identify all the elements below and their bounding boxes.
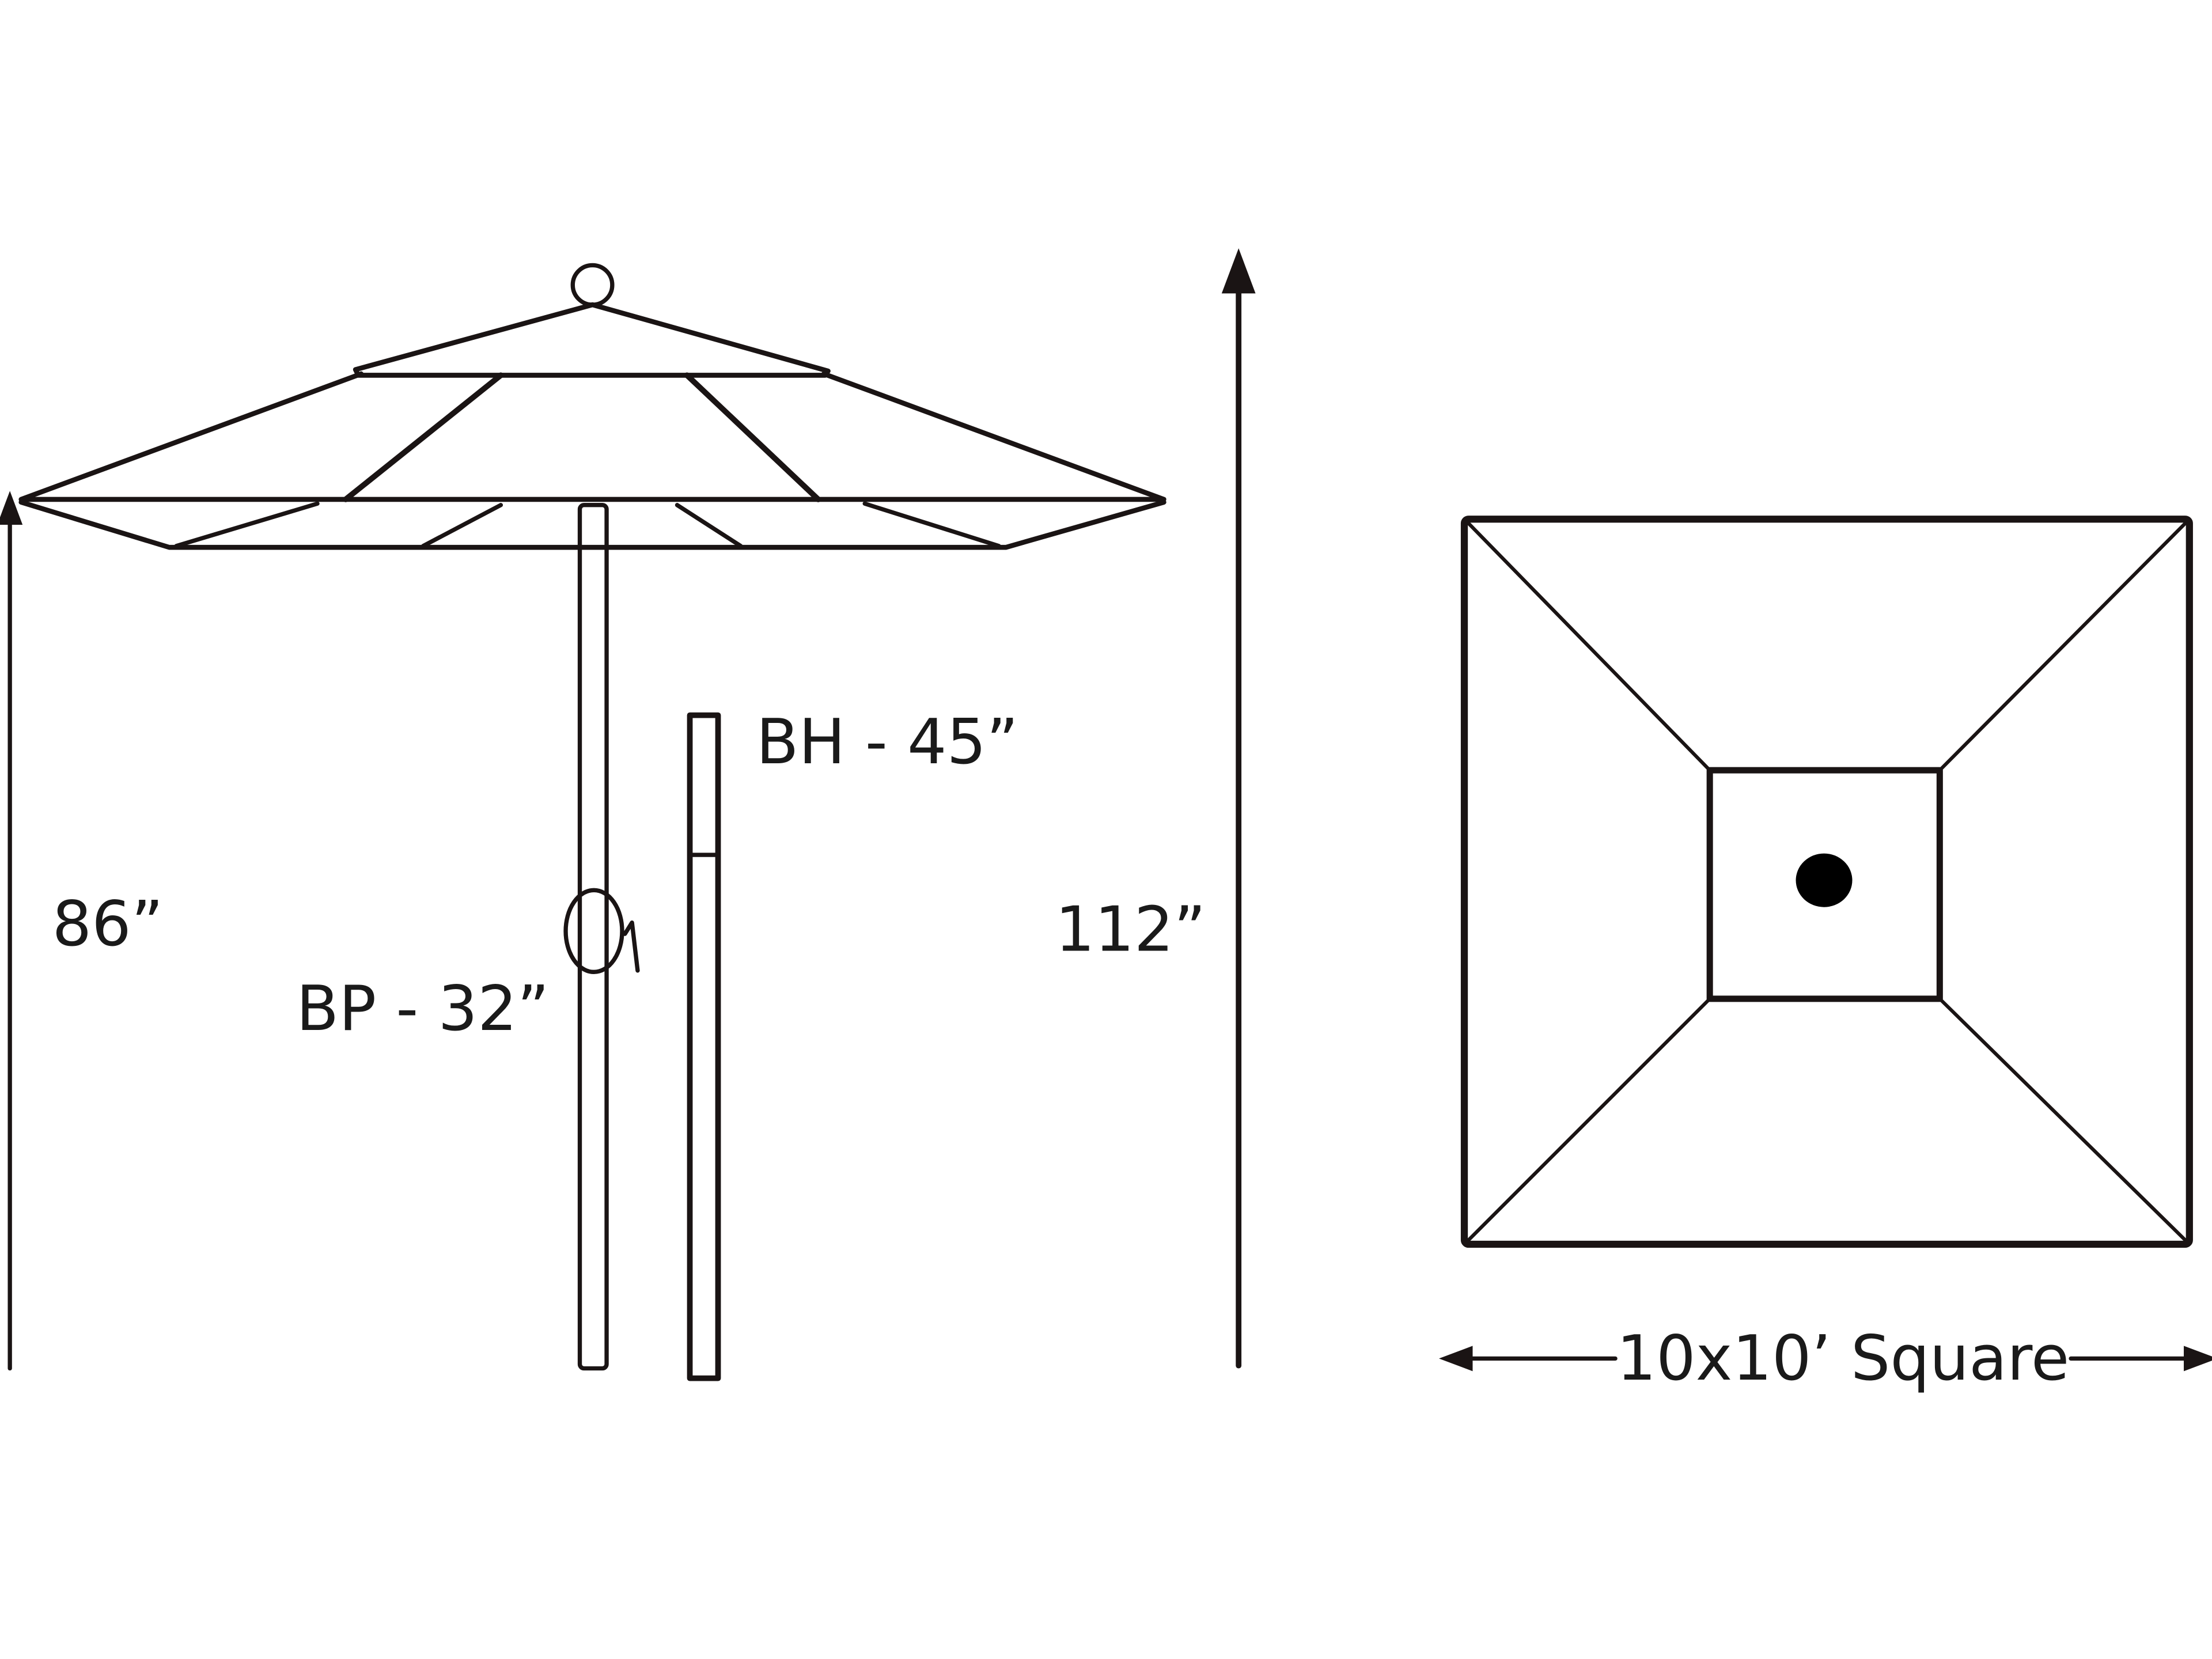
- base-pole-label: BP - 32”: [296, 973, 549, 1045]
- umbrella-side-view: [18, 263, 1166, 1371]
- rib: [421, 503, 503, 548]
- rib: [862, 501, 1001, 548]
- canopy-main: [18, 371, 1166, 502]
- tilt-crank: [563, 888, 624, 975]
- canopy-valance: [18, 499, 1166, 550]
- rib: [675, 503, 743, 548]
- base-pole-diagram: [687, 712, 721, 1381]
- canopy-top-view: [1460, 516, 2193, 1248]
- crank-handle: [623, 920, 640, 973]
- overall-height-label: 112”: [1055, 894, 1206, 966]
- rib: [343, 372, 504, 502]
- umbrella-pole: [577, 503, 609, 1371]
- canopy-top-cap: [353, 302, 831, 378]
- rib: [174, 501, 320, 548]
- open-height-label: 86”: [52, 888, 164, 960]
- finial: [570, 263, 615, 307]
- canopy-size-label: 10x10’ Square: [1617, 1323, 2070, 1395]
- pole-hole: [1796, 853, 1853, 907]
- bottom-hub-label: BH - 45”: [756, 706, 1018, 778]
- rib: [684, 372, 821, 502]
